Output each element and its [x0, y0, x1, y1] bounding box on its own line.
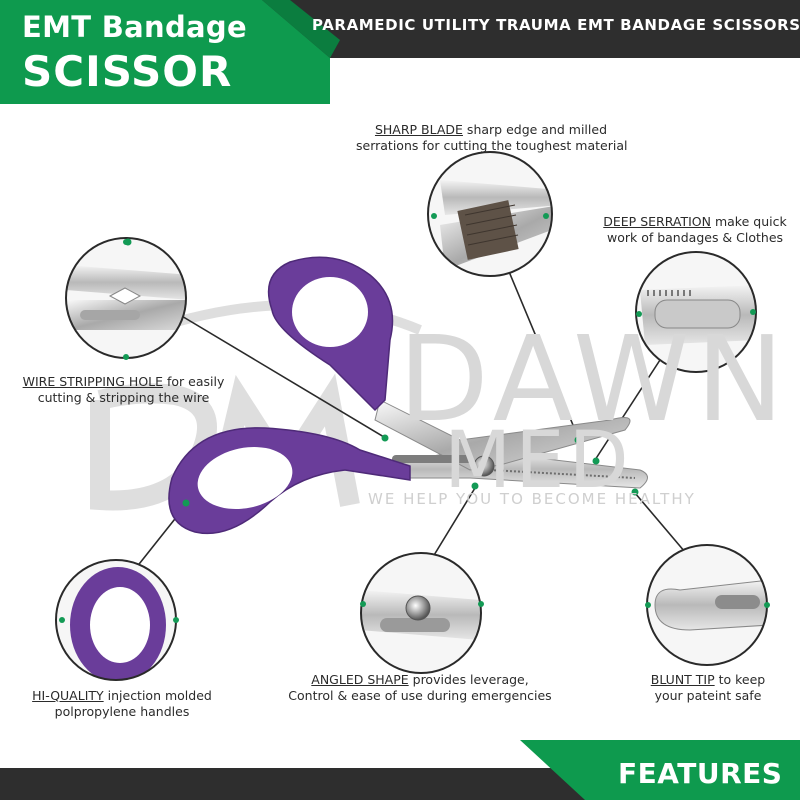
caption-line2: work of bandages & Clothes [606, 230, 784, 245]
caption-line2: cutting & stripping the wire [37, 390, 210, 405]
caption-keyword: WIRE STRIPPING HOLE [22, 374, 164, 389]
header-bar [0, 0, 800, 104]
caption-sharp-blade: SHARP BLADE sharp edge and milled serrat… [356, 122, 628, 154]
caption-text: sharp edge and milled [462, 122, 608, 137]
caption-keyword: BLUNT TIP [650, 672, 715, 687]
caption-text: to keep [714, 672, 766, 687]
caption-hi-quality: HI-QUALITY injection molded polpropylene… [24, 688, 220, 720]
footer-features-label: FEATURES [618, 757, 783, 790]
watermark-text-med: MED [444, 416, 633, 506]
caption-keyword: SHARP BLADE [374, 122, 463, 137]
caption-line2: your pateint safe [654, 688, 762, 703]
detail-sharp-blade [427, 151, 553, 277]
footer-bar [0, 740, 800, 800]
detail-wire-stripping-hole [65, 237, 187, 360]
caption-line2: Control & ease of use during emergencies [288, 688, 552, 703]
caption-keyword: HI-QUALITY [32, 688, 104, 703]
header-banner: PARAMEDIC UTILITY TRAUMA EMT BANDAGE SCI… [312, 16, 800, 34]
caption-text: injection molded [103, 688, 212, 703]
detail-blunt-tip [645, 544, 770, 666]
caption-text: for easily [163, 374, 225, 389]
detail-hi-quality-handle [55, 559, 179, 681]
anchor-dots [124, 238, 639, 507]
scissors-illustration [168, 256, 648, 535]
title-line-2: SCISSOR [22, 47, 233, 96]
title-line-1: EMT Bandage [22, 10, 247, 44]
caption-keyword: DEEP SERRATION [603, 214, 711, 229]
caption-deep-serration: DEEP SERRATION make quick work of bandag… [596, 214, 794, 246]
detail-deep-serration [635, 251, 757, 373]
caption-keyword: ANGLED SHAPE [311, 672, 409, 687]
watermark-text-dawn: DAWN [398, 310, 791, 448]
watermark-tagline: WE HELP YOU TO BECOME HEALTHY [368, 490, 696, 508]
caption-angled-shape: ANGLED SHAPE provides leverage, Control … [286, 672, 554, 704]
caption-line2: polpropylene handles [54, 704, 190, 719]
detail-angled-shape [360, 552, 484, 674]
caption-blunt-tip: BLUNT TIP to keep your pateint safe [638, 672, 778, 704]
caption-wire-stripping: WIRE STRIPPING HOLE for easily cutting &… [16, 374, 231, 406]
caption-line2: serrations for cutting the toughest mate… [356, 138, 628, 153]
caption-text: make quick [711, 214, 787, 229]
caption-text: provides leverage, [408, 672, 529, 687]
